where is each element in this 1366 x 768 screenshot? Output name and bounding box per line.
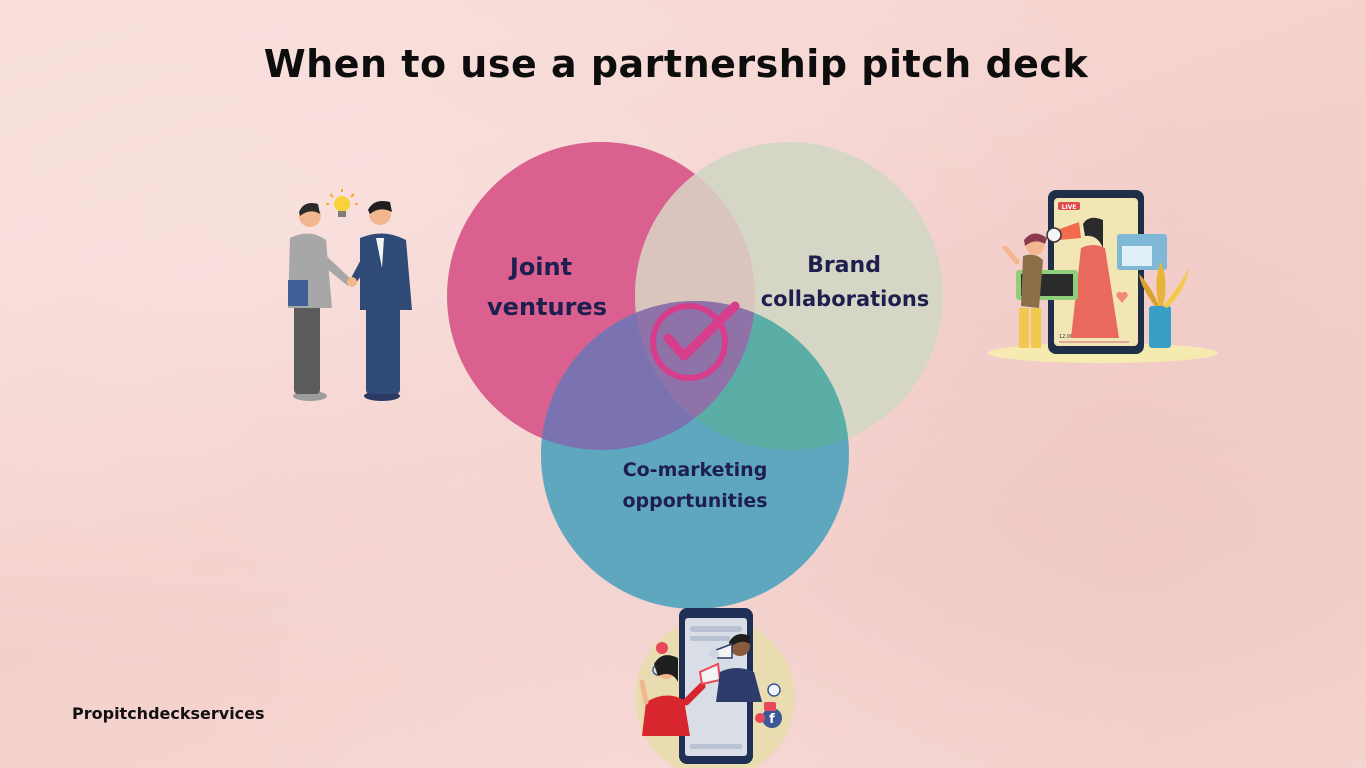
venn-overlap-right [635, 301, 849, 450]
venn-label-brand: Brand [807, 253, 881, 278]
svg-text:f: f [769, 712, 775, 727]
check-circle-icon [650, 301, 740, 381]
venn-label-collaborations: collaborations [761, 287, 930, 311]
influencer-phone-illustration: LIVE 12,060 views [988, 190, 1218, 363]
venn-label-joint: Joint [508, 253, 572, 281]
venn-label-ventures: ventures [487, 293, 607, 321]
page-title: When to use a partnership pitch deck [263, 42, 1089, 86]
footer-brand: Propitchdeckservices [72, 704, 265, 723]
handshake-illustration [288, 189, 412, 401]
live-badge: LIVE [1062, 204, 1077, 211]
social-marketing-illustration: f f [635, 608, 795, 768]
venn-label-opportunities: opportunities [622, 490, 767, 512]
venn-overlap-left [541, 301, 755, 450]
lightbulb-icon [326, 189, 358, 217]
venn-label-co-marketing: Co-marketing [623, 459, 768, 481]
